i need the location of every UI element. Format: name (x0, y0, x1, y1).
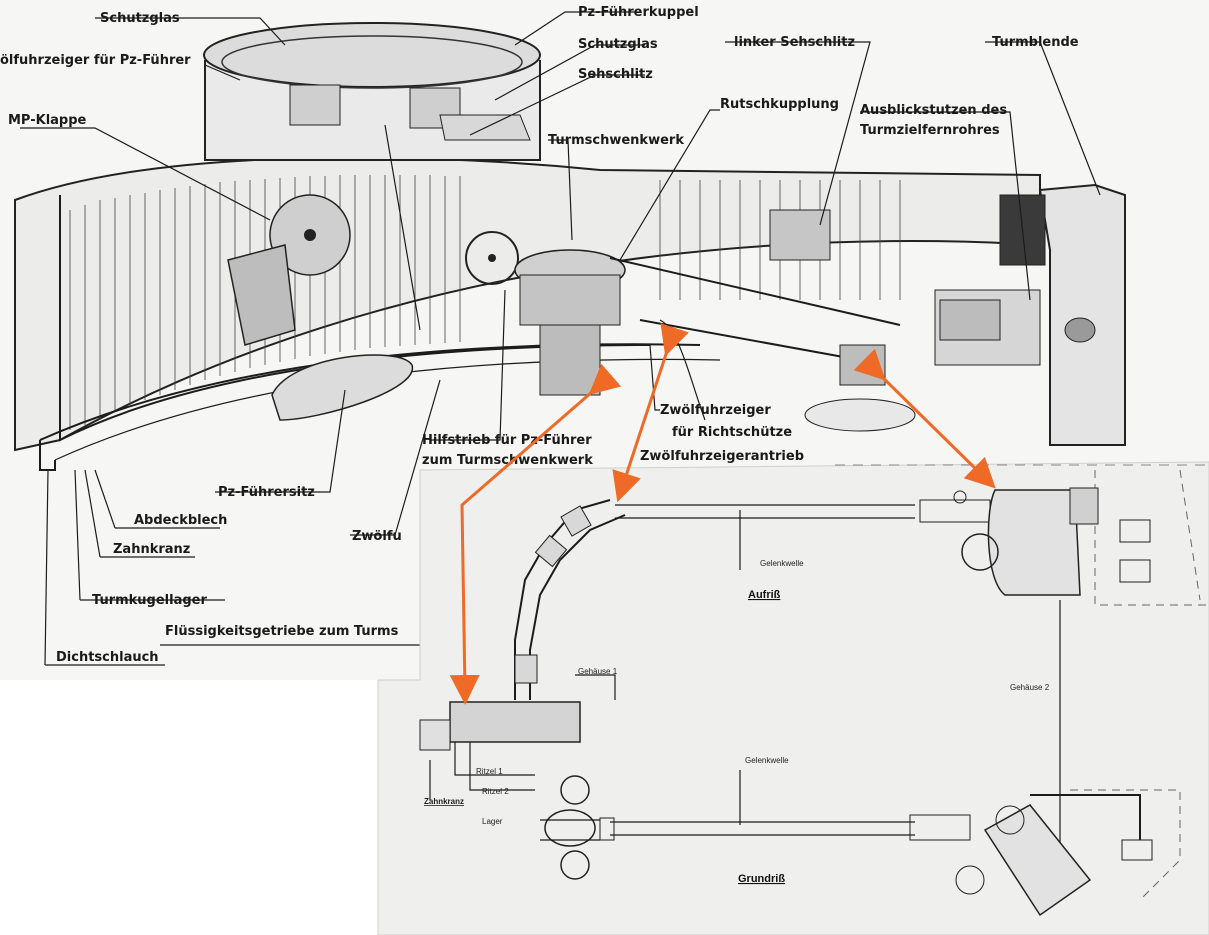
label-ausblickstutzen-2: Turmzielfernrohres (860, 123, 1000, 138)
label-fluessigkeitsgetriebe: Flüssigkeitsgetriebe zum Turms (165, 624, 399, 639)
label-zwoelfuhrzeiger-richtschuetze-1: Zwölfuhrzeiger (660, 403, 771, 418)
label-schutzglas-top: Schutzglas (100, 11, 180, 26)
arrow-zwoelfuhrzeiger-to-shaft (612, 323, 689, 503)
label-grundriss: Grundriß (738, 873, 785, 885)
label-zwoelfuhrzeiger-richtschuetze-2: für Richtschütze (672, 425, 792, 440)
label-zahnkranz: Zahnkranz (113, 542, 190, 557)
label-gelenkwelle-bottom: Gelenkwelle (745, 756, 789, 765)
label-lager: Lager (482, 817, 503, 826)
label-zwoelfu: Zwölfu (352, 529, 402, 544)
label-zwoelfuhrzeigerantrieb: Zwölfuhrzeigerantrieb (640, 449, 804, 464)
label-gelenkwelle-top: Gelenkwelle (760, 559, 804, 568)
technical-drawing-inset: Gelenkwelle Aufriß Gehäuse 1 Gehäuse 2 G… (377, 461, 1209, 935)
label-hilfstrieb-1: Hilfstrieb für Pz-Führer (422, 433, 592, 448)
orange-correspondence-arrows (449, 323, 996, 705)
label-aufriss: Aufriß (748, 589, 781, 601)
label-rutschkupplung: Rutschkupplung (720, 97, 839, 112)
label-turmkugellager: Turmkugellager (92, 593, 207, 608)
label-ausblickstutzen-1: Ausblickstutzen des (860, 103, 1007, 118)
label-pz-fuehrersitz: Pz-Führersitz (218, 485, 315, 500)
label-ritzel-1: Ritzel 1 (476, 767, 503, 776)
label-gehaeuse-1: Gehäuse 1 (578, 667, 618, 676)
label-sehschlitz: Sehschlitz (578, 67, 653, 82)
label-gehaeuse-2: Gehäuse 2 (1010, 683, 1050, 692)
label-schutzglas-right: Schutzglas (578, 37, 658, 52)
label-abdeckblech: Abdeckblech (134, 513, 227, 528)
label-turmblende: Turmblende (992, 35, 1079, 50)
label-zwoelfuhrzeiger-pz-fuehrer: ölfuhrzeiger für Pz-Führer (0, 53, 191, 68)
label-mp-klappe: MP-Klappe (8, 113, 87, 128)
arrow-richtschuetze-to-gehaeuse (853, 348, 996, 489)
label-ritzel-2: Ritzel 2 (482, 787, 509, 796)
label-turmschwenkwerk: Turmschwenkwerk (548, 133, 684, 148)
label-dichtschlauch: Dichtschlauch (56, 650, 159, 665)
arrow-traverse-to-zahnkranz (449, 363, 622, 705)
label-linker-sehschlitz: linker Sehschlitz (734, 35, 855, 50)
label-pz-fuehrerkuppel: Pz-Führerkuppel (578, 5, 699, 20)
label-zahnkranz-drawing: Zahnkranz (424, 797, 464, 806)
